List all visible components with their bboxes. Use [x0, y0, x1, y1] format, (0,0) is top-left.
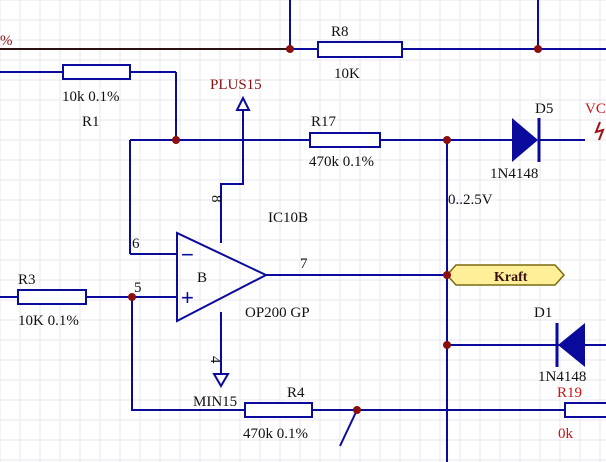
- r19-designator: R19: [557, 385, 582, 401]
- min15-label: MIN15: [193, 394, 237, 410]
- r4-designator: R4: [287, 385, 305, 401]
- r19-value: 0k: [558, 426, 574, 442]
- range-label: 0..2.5V: [448, 192, 493, 208]
- wire-r4-loop: [131, 297, 245, 411]
- junction-top-left: [286, 45, 294, 53]
- diode-d5[interactable]: [512, 118, 541, 162]
- plus15-port: [235, 95, 251, 111]
- r1-value: 10k 0.1%: [62, 89, 120, 105]
- pin5-label: 5: [134, 280, 142, 296]
- pin4-label: 4: [207, 356, 223, 364]
- junction-r4: [353, 406, 361, 414]
- junction-top-right: [534, 45, 542, 53]
- d5-part: 1N4148: [490, 166, 538, 182]
- opamp-minus-sign: −: [181, 242, 194, 267]
- d5-triangle: [512, 118, 538, 162]
- r17-value: 470k 0.1%: [309, 154, 374, 170]
- opamp-plus-sign: +: [181, 285, 194, 310]
- resistors: [17, 41, 606, 418]
- kraft-tag: [445, 264, 566, 286]
- plus15-arrow: [235, 95, 251, 111]
- pin8-label: 8: [208, 195, 224, 203]
- r19-resistor[interactable]: [564, 402, 606, 418]
- min15-port: [212, 373, 230, 388]
- d5-designator: D5: [535, 101, 553, 117]
- junction-d1: [443, 341, 451, 349]
- opamp-unit-label: B: [197, 270, 207, 286]
- net-label-kraft[interactable]: Kraft: [445, 264, 566, 286]
- wire-pin8: [220, 110, 244, 243]
- r3-value: 10K 0.1%: [18, 313, 79, 329]
- kraft-text: Kraft: [494, 270, 528, 285]
- d1-designator: D1: [534, 305, 552, 321]
- labels: % R8 10K 10k 0.1% R1 PLUS15 R17 470k 0.1…: [0, 24, 606, 442]
- pin7-label: 7: [300, 256, 308, 272]
- wire-bottom-diag: [339, 409, 358, 447]
- r1-designator: R1: [82, 114, 100, 130]
- min15-arrow: [212, 373, 230, 388]
- r8-designator: R8: [331, 24, 349, 40]
- opamp-part: OP200 GP: [245, 305, 310, 321]
- d1-triangle: [558, 323, 585, 367]
- r17-resistor[interactable]: [309, 132, 381, 148]
- pin6-label: 6: [132, 236, 140, 252]
- r8-resistor[interactable]: [317, 41, 403, 58]
- junction-noninv: [128, 293, 136, 301]
- opamp-triangle: [176, 231, 269, 323]
- plus15-label: PLUS15: [210, 77, 262, 93]
- r3-designator: R3: [18, 272, 36, 288]
- r1-resistor[interactable]: [62, 64, 131, 80]
- vc-label: VC: [585, 101, 606, 117]
- opamp-ic10b[interactable]: − + B: [176, 231, 269, 323]
- junction-feedback: [443, 136, 451, 144]
- ic-designator: IC10B: [268, 210, 308, 226]
- r8-value: 10K: [334, 66, 360, 82]
- junction-r1: [172, 136, 180, 144]
- d1-part: 1N4148: [538, 369, 586, 385]
- r3-resistor[interactable]: [17, 289, 87, 305]
- r4-resistor[interactable]: [244, 402, 313, 418]
- r4-value: 470k 0.1%: [243, 426, 308, 442]
- vc-marker: [594, 121, 605, 141]
- diode-d1[interactable]: [555, 323, 585, 367]
- junctions: [128, 45, 542, 414]
- junction-output: [443, 271, 451, 279]
- percent-label: %: [0, 33, 13, 49]
- r17-designator: R17: [311, 114, 337, 130]
